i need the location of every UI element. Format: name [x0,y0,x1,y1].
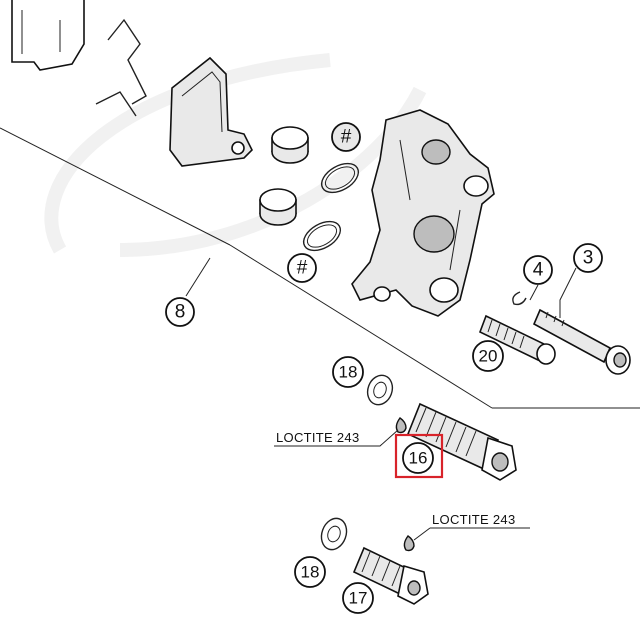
retaining-clip [512,291,527,306]
svg-text:4: 4 [533,260,544,281]
callout-hash-upper: # [331,122,361,152]
loctite-leaders [274,429,530,541]
piston-lower [259,188,297,226]
callout-16: 16 [402,442,434,474]
callout-18-lower: 18 [294,556,326,588]
callout-18-upper: 18 [332,356,364,388]
loctite-drop-upper [395,417,407,434]
svg-text:16: 16 [409,449,428,468]
caliper-bolt-17 [352,546,429,605]
brake-pad [169,56,253,167]
loctite-label-lower: LOCTITE 243 [432,512,516,527]
washer-18-lower [320,517,348,551]
svg-text:18: 18 [339,363,358,382]
caliper-bracket [11,0,147,117]
loctite-drop-lower [403,535,415,552]
highlight-box-16 [394,433,444,479]
seal-ring-lower [302,220,342,252]
callout-20: 20 [472,340,504,372]
callout-4: 4 [523,255,553,285]
svg-text:20: 20 [479,347,498,366]
washer-18-upper [366,374,394,406]
seal-ring-upper [320,162,360,194]
svg-text:#: # [341,127,352,148]
svg-text:17: 17 [349,589,368,608]
caliper-bolt-16 [406,402,517,481]
reference-lines [0,127,640,409]
loctite-label-upper: LOCTITE 243 [276,430,360,445]
svg-text:#: # [297,258,308,279]
svg-text:8: 8 [175,302,186,323]
callout-8: 8 [165,297,195,327]
svg-text:3: 3 [583,248,594,269]
caliper-body [351,109,495,317]
piston-upper [271,126,309,164]
callout-3: 3 [573,243,603,273]
bushing-bolt-20 [478,314,556,365]
svg-text:18: 18 [301,563,320,582]
callout-hash-lower: # [287,253,317,283]
callout-17: 17 [342,582,374,614]
caliper-bolt-3 [532,308,631,375]
